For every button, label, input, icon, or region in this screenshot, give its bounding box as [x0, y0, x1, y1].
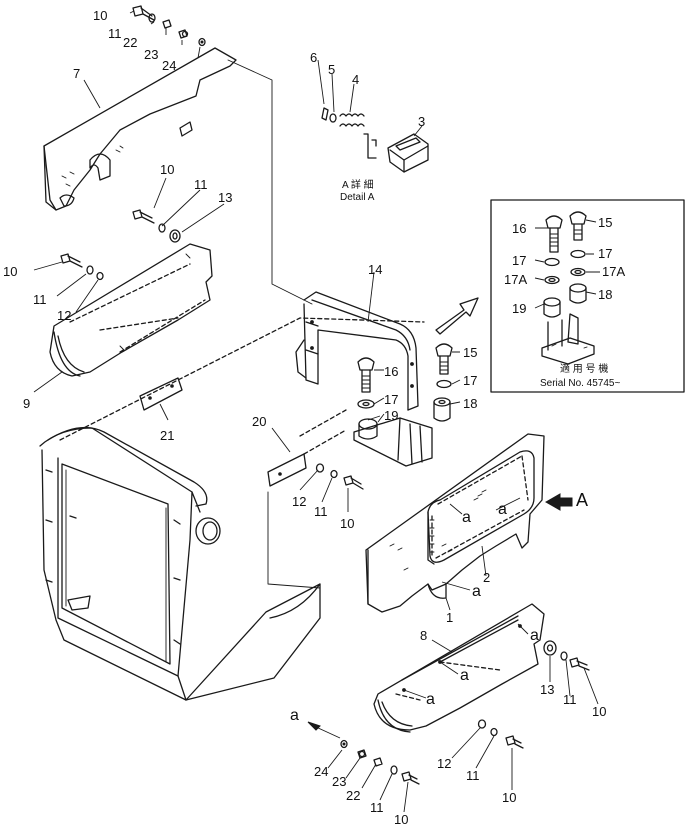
- callout-10: 10: [3, 264, 17, 279]
- callout-5: 5: [328, 62, 335, 77]
- callout-16: 16: [384, 364, 398, 379]
- arrow-to-inset: [435, 297, 479, 335]
- callout-8: 8: [420, 628, 427, 643]
- callout-17A: 17A: [504, 272, 527, 287]
- callout-17: 17: [598, 246, 612, 261]
- callout-17: 17: [463, 373, 477, 388]
- mid-hardware-stack: [60, 209, 181, 281]
- main-guard-body: [39, 317, 425, 701]
- bottom-hardware-stack: [307, 721, 420, 785]
- frame-part-14: [295, 291, 419, 411]
- callout-15: 15: [463, 345, 477, 360]
- callout-12: 12: [292, 494, 306, 509]
- detail-a-hardware: [321, 107, 429, 173]
- callout-11: 11: [314, 504, 328, 519]
- callout-13: 13: [218, 190, 232, 205]
- callout-7: 7: [73, 66, 80, 81]
- callout-labels: 10 11 22 23 24 7 10 11 13 10 11 12 9 21 …: [3, 8, 625, 826]
- callout-17: 17: [384, 392, 398, 407]
- callout-11: 11: [108, 26, 122, 41]
- callout-10: 10: [340, 516, 354, 531]
- callout-24: 24: [162, 58, 176, 73]
- ref-a: a: [426, 691, 435, 708]
- reference-letters: a a a a a a a A: [290, 490, 588, 724]
- callout-20: 20: [252, 414, 266, 429]
- callout-10: 10: [592, 704, 606, 719]
- callout-13: 13: [540, 682, 554, 697]
- frame-mount-hardware: [353, 343, 453, 467]
- callout-15: 15: [598, 215, 612, 230]
- callout-11: 11: [194, 177, 208, 192]
- callout-16: 16: [512, 221, 526, 236]
- callout-17: 17: [512, 253, 526, 268]
- callout-24: 24: [314, 764, 328, 779]
- callout-9: 9: [23, 396, 30, 411]
- ref-a: a: [530, 627, 539, 644]
- cover-part-8: [373, 603, 545, 733]
- ref-a: a: [472, 583, 481, 600]
- leader-lines: [33, 10, 600, 813]
- cover-part-9: [49, 243, 213, 377]
- cover-part-7: [43, 47, 237, 211]
- arrow-a: [544, 493, 573, 511]
- routing-line-2: [267, 491, 321, 589]
- callout-17A: 17A: [602, 264, 625, 279]
- routing-line: [227, 59, 313, 305]
- callout-14: 14: [368, 262, 382, 277]
- callout-19: 19: [512, 301, 526, 316]
- callout-10: 10: [160, 162, 174, 177]
- ref-a: a: [498, 501, 507, 518]
- ref-a: a: [290, 707, 299, 724]
- top-hardware-stack: [132, 5, 206, 47]
- callout-22: 22: [123, 35, 137, 50]
- callout-12: 12: [57, 308, 71, 323]
- callout-19: 19: [384, 408, 398, 423]
- callout-10: 10: [502, 790, 516, 805]
- callout-11: 11: [563, 692, 577, 707]
- detail-a-caption-jp: A 詳 細: [342, 178, 374, 191]
- callout-11: 11: [370, 800, 384, 815]
- callout-3: 3: [418, 114, 425, 129]
- callout-6: 6: [310, 50, 317, 65]
- serial-caption-en: Serial No. 45745~: [540, 378, 620, 389]
- callout-2: 2: [483, 570, 490, 585]
- callout-18: 18: [463, 396, 477, 411]
- callout-23: 23: [144, 47, 158, 62]
- bracket-part-20: [267, 409, 347, 487]
- serial-inset: [490, 199, 685, 393]
- callout-12: 12: [437, 756, 451, 771]
- center-hardware-stack: [315, 463, 364, 490]
- callout-22: 22: [346, 788, 360, 803]
- callout-10: 10: [93, 8, 107, 23]
- callout-23: 23: [332, 774, 346, 789]
- door-parts-1-2: [365, 433, 545, 613]
- bracket-part-21: [139, 377, 183, 411]
- callout-1: 1: [446, 610, 453, 625]
- callout-11: 11: [466, 768, 480, 783]
- ref-a: a: [460, 667, 469, 684]
- callout-11: 11: [33, 292, 47, 307]
- callout-4: 4: [352, 72, 359, 87]
- serial-caption-jp: 適 用 号 機: [560, 362, 608, 375]
- captions: A 詳 細 Detail A 適 用 号 機 Serial No. 45745~: [340, 178, 620, 389]
- ref-A: A: [576, 490, 588, 510]
- callout-21: 21: [160, 428, 174, 443]
- callout-10: 10: [394, 812, 408, 826]
- detail-a-caption-en: Detail A: [340, 192, 375, 203]
- ref-a: a: [462, 509, 471, 526]
- callout-18: 18: [598, 287, 612, 302]
